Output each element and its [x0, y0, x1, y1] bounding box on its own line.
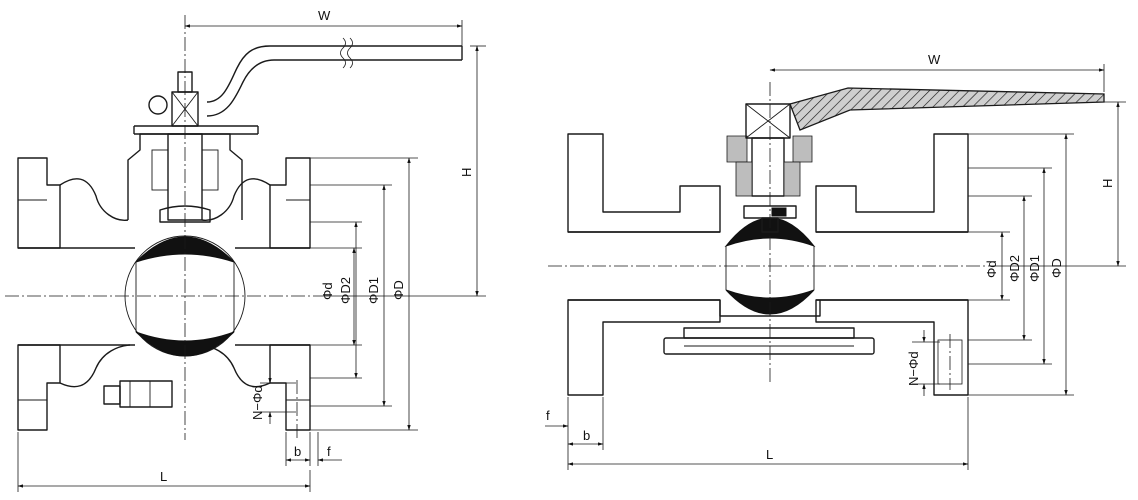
right-label-phi-D: ΦD — [1049, 258, 1064, 278]
left-lever-handle — [206, 37, 463, 117]
left-stem-and-bonnet — [127, 71, 259, 223]
left-label-L: L — [160, 469, 167, 484]
right-label-phi-D1: ΦD1 — [1027, 255, 1042, 282]
right-label-L: L — [766, 447, 773, 462]
left-label-phi-D: ΦD — [391, 280, 406, 300]
left-label-W: W — [318, 8, 331, 23]
right-ball-seat-bottom — [725, 289, 815, 315]
left-stop-pin — [148, 95, 168, 115]
right-label-W: W — [928, 52, 941, 67]
right-stem-and-bonnet — [726, 103, 813, 233]
left-label-f: f — [327, 444, 331, 459]
left-label-N-phi-d: N−Φd — [250, 385, 265, 420]
left-label-phi-d: Φd — [320, 282, 335, 300]
right-label-phi-d: Φd — [984, 260, 999, 278]
right-valve-body — [567, 133, 969, 396]
left-valve-view: W H Φd ΦD2 ΦD1 ΦD N−Φd b f L — [5, 8, 486, 492]
left-valve-body — [17, 157, 311, 431]
right-label-H: H — [1100, 179, 1115, 188]
right-lever-handle — [789, 87, 1105, 131]
right-label-b: b — [583, 428, 590, 443]
left-ball-seat-bottom — [135, 331, 235, 357]
right-label-f: f — [546, 408, 550, 423]
left-label-phi-D1: ΦD1 — [366, 277, 381, 304]
right-label-phi-D2: ΦD2 — [1007, 255, 1022, 282]
left-label-H: H — [459, 168, 474, 177]
left-label-b: b — [294, 444, 301, 459]
left-dimensions — [17, 20, 486, 492]
left-label-phi-D2: ΦD2 — [338, 277, 353, 304]
right-valve-view: W H Φd ΦD2 ΦD1 ΦD N−Φd f b L — [545, 52, 1126, 470]
left-ball-seat-top — [135, 236, 235, 263]
right-dimensions — [545, 64, 1126, 470]
left-drain-plug — [103, 385, 121, 405]
right-label-N-phi-d: N−Φd — [906, 351, 921, 386]
